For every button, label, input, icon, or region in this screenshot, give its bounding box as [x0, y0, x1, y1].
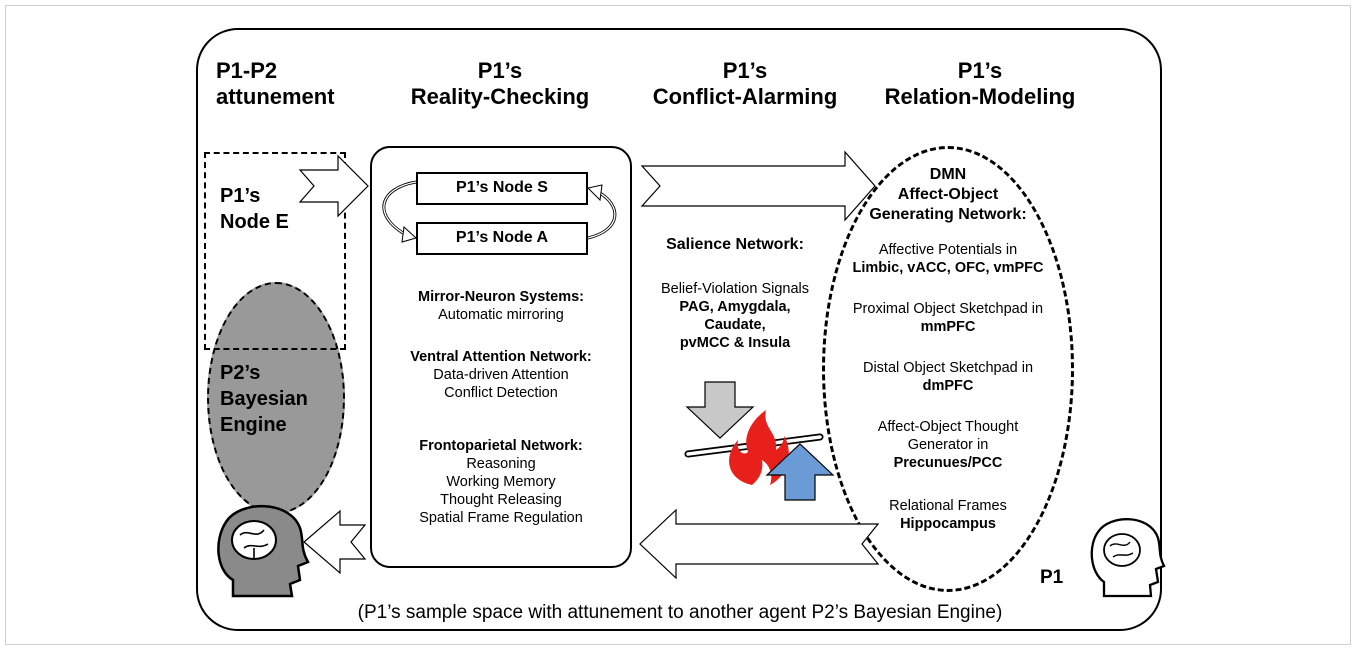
p1-label: P1 [1040, 567, 1064, 588]
dmn-proximal-sketchpad: Proximal Object Sketchpad in mmPFC [852, 301, 1044, 335]
arrow-rc-to-dmn [640, 150, 876, 222]
arrow-rc-to-head [303, 509, 367, 575]
frontoparietal-network: Frontoparietal Network: Reasoning Workin… [419, 438, 583, 526]
salience-network: Salience Network: [666, 236, 804, 253]
dmn-ellipse [822, 146, 1074, 592]
sample-space-frame [196, 28, 1162, 631]
arrow-down-icon [685, 381, 755, 439]
caption: (P1’s sample space with attunement to an… [357, 602, 1003, 623]
dmn-distal-sketchpad: Distal Object Sketchpad in dmPFC [862, 360, 1034, 394]
mirror-neuron-systems: Mirror-Neuron Systems: Automatic mirrori… [418, 289, 584, 323]
reality-checking-box [370, 146, 632, 568]
node-a-box: P1’s Node A [416, 222, 588, 255]
loop-arrow-left [382, 180, 417, 238]
node-s-box: P1’s Node S [416, 172, 588, 205]
dmn-title: DMN Affect-Object Generating Network: [869, 166, 1027, 223]
brain-head-icon-p1 [1090, 518, 1166, 598]
arrow-up-icon [765, 443, 835, 501]
arrow-e-to-rc [298, 154, 369, 218]
ventral-attention-network: Ventral Attention Network: Data-driven A… [410, 349, 592, 401]
arrow-dmn-to-rc [639, 508, 880, 580]
dmn-affective-potentials: Affective Potentials in Limbic, vACC, OF… [852, 242, 1044, 276]
loop-arrow-right [587, 190, 617, 240]
belief-violation-signals: Belief-Violation Signals PAG, Amygdala, … [660, 281, 810, 351]
brain-head-icon [217, 504, 310, 598]
node-e-box [204, 152, 346, 350]
dmn-thought-generator: Affect-Object Thought Generator in Precu… [877, 419, 1019, 471]
dmn-relational-frames: Relational Frames Hippocampus [889, 498, 1007, 532]
flame-icon [729, 410, 789, 485]
page-frame [5, 5, 1351, 645]
